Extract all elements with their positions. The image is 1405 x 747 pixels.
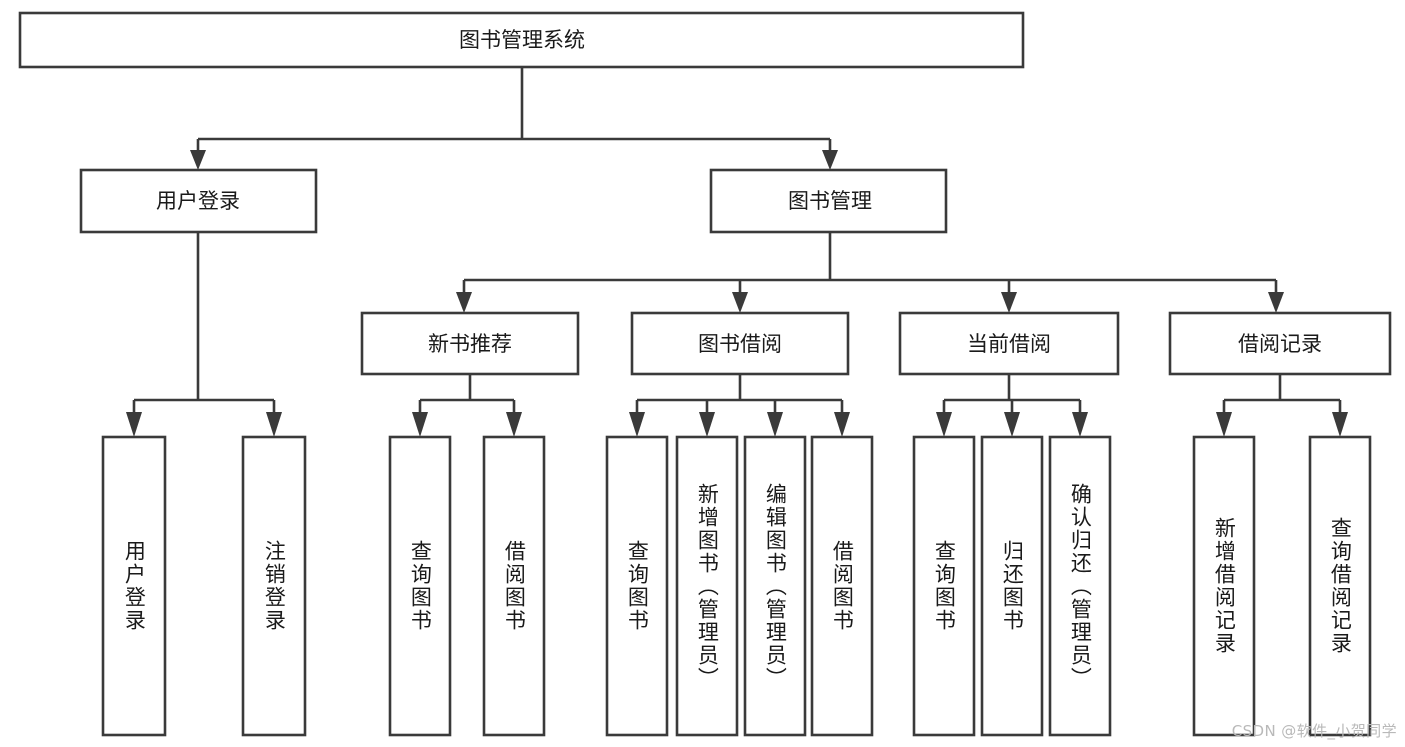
arrowhead-nbr-leaf-1: [412, 412, 428, 437]
arrowhead-br-leaf-2: [1332, 412, 1348, 437]
arrowhead-l3-1: [456, 292, 472, 313]
node-book-borrow-box[interactable]: [630, 311, 850, 376]
arrowhead-l3-4: [1268, 292, 1284, 313]
leaf-box-user-login-2[interactable]: [241, 435, 307, 737]
node-root-box[interactable]: [18, 11, 1025, 69]
leaf-box-cb-2[interactable]: [980, 435, 1044, 737]
node-borrow-records-label: 借阅记录: [1238, 332, 1322, 356]
arrowhead-bb-leaf-4: [834, 412, 850, 437]
arrowhead-cb-leaf-3: [1072, 412, 1088, 437]
leaf-box-user-login-1[interactable]: [101, 435, 167, 737]
arrowhead-book-mgmt: [822, 150, 838, 170]
node-new-book-recommend-label: 新书推荐: [428, 332, 512, 356]
arrowhead-bb-leaf-2: [699, 412, 715, 437]
leaf-box-nbr-2[interactable]: [482, 435, 546, 737]
arrowhead-cb-leaf-2: [1004, 412, 1020, 437]
arrowhead-user-login: [190, 150, 206, 170]
leaf-box-cb-3[interactable]: [1048, 435, 1112, 737]
arrowhead-ul-leaf-2: [266, 412, 282, 437]
watermark-text: CSDN @软件_小贺同学: [1231, 722, 1397, 740]
arrowhead-bb-leaf-3: [767, 412, 783, 437]
arrowhead-l3-3: [1001, 292, 1017, 313]
node-book-borrow-label: 图书借阅: [698, 332, 782, 356]
leaf-box-bb-1[interactable]: [605, 435, 669, 737]
node-book-mgmt-label: 图书管理: [788, 189, 872, 213]
arrowhead-nbr-leaf-2: [506, 412, 522, 437]
node-root-label: 图书管理系统: [459, 28, 585, 52]
arrowhead-bb-leaf-1: [629, 412, 645, 437]
node-current-borrow-box[interactable]: [898, 311, 1120, 376]
leaf-box-bb-2[interactable]: [675, 435, 739, 737]
arrowhead-l3-2: [732, 292, 748, 313]
arrowhead-br-leaf-1: [1216, 412, 1232, 437]
leaf-box-br-2[interactable]: [1308, 435, 1372, 737]
leaf-box-cb-1[interactable]: [912, 435, 976, 737]
leaf-box-bb-4[interactable]: [810, 435, 874, 737]
node-user-login-label: 用户登录: [156, 189, 240, 213]
node-current-borrow-label: 当前借阅: [967, 332, 1051, 356]
node-new-book-recommend-box[interactable]: [360, 311, 580, 376]
node-borrow-records-box[interactable]: [1168, 311, 1392, 376]
leaf-box-nbr-1[interactable]: [388, 435, 452, 737]
arrowhead-ul-leaf-1: [126, 412, 142, 437]
leaf-box-br-1[interactable]: [1192, 435, 1256, 737]
arrowhead-cb-leaf-1: [936, 412, 952, 437]
leaf-box-bb-3[interactable]: [743, 435, 807, 737]
node-book-mgmt-box[interactable]: [709, 168, 948, 234]
